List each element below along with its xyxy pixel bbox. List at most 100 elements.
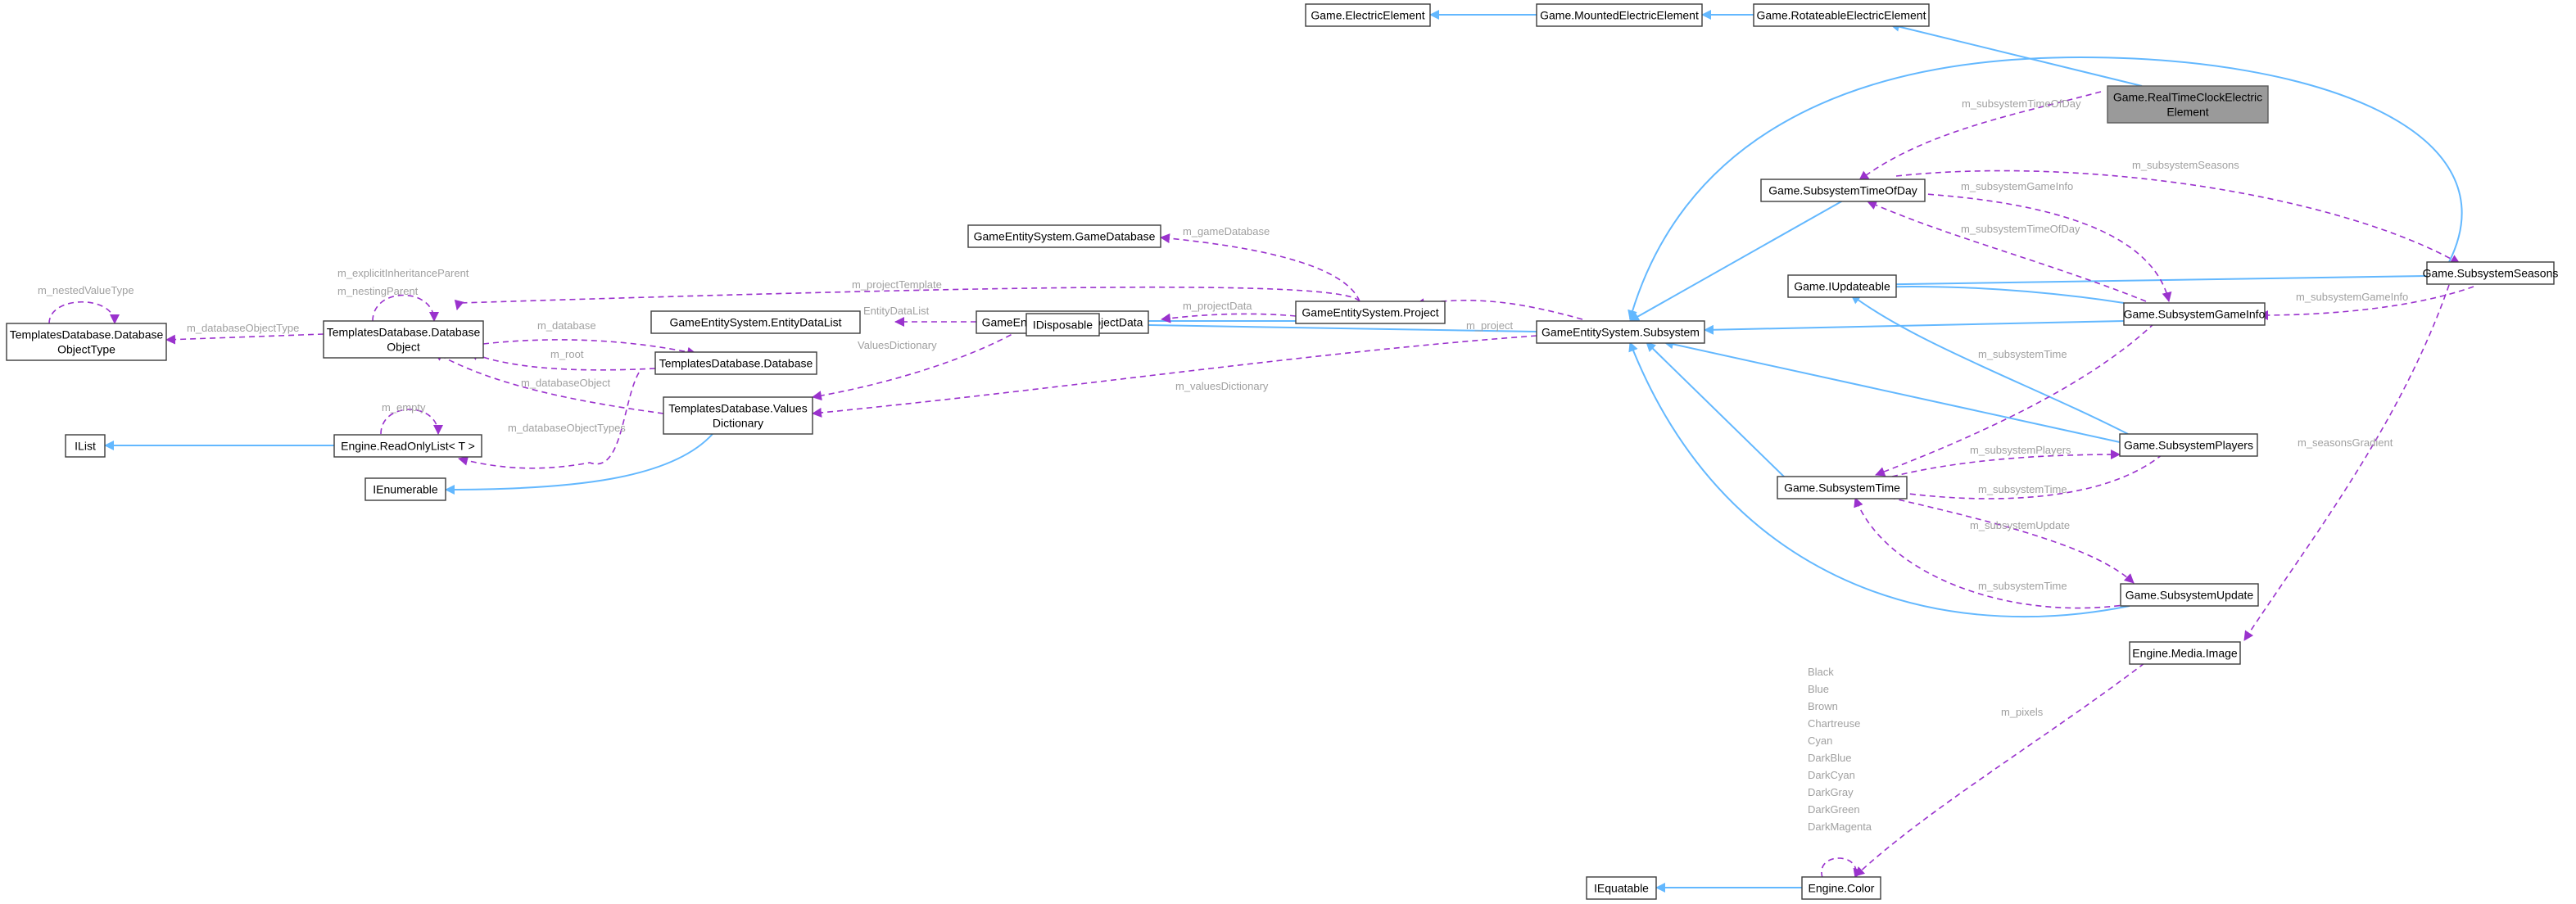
edge-nestedvaluetype-self bbox=[48, 301, 120, 324]
edge-label: m_databaseObjectTypes bbox=[508, 422, 626, 434]
edge-gameinfo-to-subsystem bbox=[1704, 320, 2125, 335]
node-idisposable[interactable]: IDisposable bbox=[1025, 313, 1100, 337]
node-label: Game.ElectricElement bbox=[1311, 9, 1424, 22]
node-game-database[interactable]: GameEntitySystem.GameDatabase bbox=[967, 224, 1161, 248]
edge-seasons-to-subsystem bbox=[1628, 56, 2463, 320]
node-label: GameEntitySystem.GameDatabase bbox=[974, 230, 1156, 243]
node-label: ObjectType bbox=[57, 343, 115, 356]
node-label: Game.RotateableElectricElement bbox=[1757, 9, 1926, 22]
node-readonly-list[interactable]: Engine.ReadOnlyList< T > bbox=[333, 434, 482, 458]
node-label: TemplatesDatabase.Database bbox=[659, 357, 813, 370]
node-label: Engine.ReadOnlyList< T > bbox=[341, 440, 475, 453]
edge-label: m_projectTemplate bbox=[852, 278, 942, 291]
node-subsystem[interactable]: GameEntitySystem.Subsystem bbox=[1536, 320, 1705, 344]
edge-label: m_projectData bbox=[1183, 300, 1252, 312]
edge-label: EntityDataList bbox=[863, 305, 930, 317]
node-label: Engine.Media.Image bbox=[2132, 647, 2238, 660]
node-mounted-electric-element[interactable]: Game.MountedElectricElement bbox=[1536, 3, 1703, 27]
node-label: Object bbox=[387, 341, 420, 354]
edge-label: m_databaseObjectType bbox=[187, 322, 299, 334]
node-electric-element[interactable]: Game.ElectricElement bbox=[1305, 3, 1431, 27]
edge-players-usage bbox=[1891, 450, 2121, 477]
node-subsystem-gameinfo[interactable]: Game.SubsystemGameInfo bbox=[2123, 302, 2266, 326]
edge-label: m_nestedValueType bbox=[38, 284, 134, 296]
edge-label: m_nestingParent bbox=[337, 285, 419, 297]
color-name-label: Black bbox=[1808, 666, 1834, 678]
node-label: Element bbox=[2166, 106, 2208, 119]
node-iupdateable[interactable]: Game.IUpdateable bbox=[1787, 274, 1897, 298]
edge-valuesdictionary-to-ienumerable bbox=[445, 433, 713, 495]
node-label: Dictionary bbox=[713, 417, 763, 430]
edge-players-to-subsystem bbox=[1664, 339, 2121, 443]
edge-databaseobject-usage bbox=[433, 351, 664, 414]
node-label: Game.RealTimeClockElectric bbox=[2113, 91, 2262, 104]
edge-label: m_subsystemTimeOfDay bbox=[1962, 97, 2081, 110]
node-label: GameEntitySystem.Subsystem bbox=[1542, 326, 1700, 339]
edge-label: m_pixels bbox=[2001, 706, 2044, 718]
node-label: Game.SubsystemUpdate bbox=[2126, 589, 2254, 602]
edge-label: m_databaseObject bbox=[521, 377, 611, 389]
edge-realtimeclock-to-rotateable bbox=[1890, 21, 2143, 87]
edge-empty-self bbox=[380, 409, 443, 435]
edge-label: m_gameDatabase bbox=[1183, 225, 1270, 237]
edge-label: m_database bbox=[537, 319, 596, 332]
edge-label: m_subsystemTime bbox=[1978, 348, 2067, 360]
edge-label: m_subsystemUpdate bbox=[1970, 519, 2070, 531]
node-label: IEquatable bbox=[1594, 882, 1649, 895]
edge-time-usage-3 bbox=[1854, 497, 2130, 609]
edge-valuesdictionary-usage-1 bbox=[812, 329, 1021, 401]
edge-valuesdictionary-usage-2 bbox=[812, 335, 1537, 418]
edge-time-usage-2 bbox=[1879, 454, 2163, 499]
node-subsystem-time[interactable]: Game.SubsystemTime bbox=[1777, 476, 1908, 499]
edge-databaseobjecttypes-usage bbox=[458, 372, 640, 469]
usage-edges bbox=[48, 91, 2474, 879]
node-rotateable-electric-element[interactable]: Game.RotateableElectricElement bbox=[1753, 3, 1930, 27]
node-engine-color[interactable]: Engine.Color bbox=[1801, 876, 1881, 900]
edge-projectdata-usage bbox=[1161, 313, 1297, 323]
node-subsystem-seasons[interactable]: Game.SubsystemSeasons bbox=[2423, 261, 2559, 285]
node-subsystem-timeofday[interactable]: Game.SubsystemTimeOfDay bbox=[1760, 179, 1926, 202]
node-label: Game.IUpdateable bbox=[1794, 280, 1890, 293]
node-ilist[interactable]: IList bbox=[65, 434, 106, 458]
color-name-label: Brown bbox=[1808, 700, 1838, 712]
edge-label-group: m_subsystemTimeOfDay m_subsystemSeasons … bbox=[38, 97, 2408, 718]
edge-label: m_subsystemTime bbox=[1978, 483, 2067, 495]
node-label: Game.SubsystemTimeOfDay bbox=[1768, 184, 1917, 197]
node-entity-data-list[interactable]: GameEntitySystem.EntityDataList bbox=[650, 310, 861, 334]
edge-update-usage bbox=[1879, 495, 2135, 584]
edge-label: m_root bbox=[550, 348, 584, 360]
node-ienumerable[interactable]: IEnumerable bbox=[364, 477, 446, 501]
node-label: TemplatesDatabase.Database bbox=[10, 328, 164, 341]
node-label: Game.SubsystemPlayers bbox=[2124, 439, 2253, 452]
edge-timeofday-to-subsystem bbox=[1629, 200, 1844, 322]
node-label: Game.SubsystemGameInfo bbox=[2124, 308, 2266, 321]
node-label: GameEntitySystem.EntityDataList bbox=[669, 316, 841, 329]
node-subsystem-update[interactable]: Game.SubsystemUpdate bbox=[2120, 583, 2259, 607]
color-name-list: Black Blue Brown Chartreuse Cyan DarkBlu… bbox=[1808, 666, 1872, 833]
node-project[interactable]: GameEntitySystem.Project bbox=[1295, 301, 1446, 324]
edge-seasons-to-iupdateable bbox=[1849, 275, 2428, 290]
edge-pixels-usage bbox=[1854, 662, 2145, 877]
edge-root-usage bbox=[469, 350, 656, 371]
node-values-dictionary[interactable]: TemplatesDatabase.ValuesDictionary bbox=[663, 396, 813, 435]
node-label: IDisposable bbox=[1033, 319, 1093, 332]
color-name-label: Cyan bbox=[1808, 734, 1832, 747]
edge-databaseobjecttype-usage bbox=[165, 333, 324, 345]
node-database[interactable]: TemplatesDatabase.Database bbox=[654, 351, 817, 375]
edge-color-self bbox=[1821, 857, 1863, 879]
edge-label: m_subsystemPlayers bbox=[1970, 444, 2071, 456]
node-media-image[interactable]: Engine.Media.Image bbox=[2129, 641, 2241, 665]
node-subsystem-players[interactable]: Game.SubsystemPlayers bbox=[2119, 433, 2258, 457]
edge-gameinfo-usage-2 bbox=[2258, 286, 2474, 320]
color-name-label: Blue bbox=[1808, 683, 1829, 695]
color-name-label: DarkGreen bbox=[1808, 803, 1860, 816]
node-label: IEnumerable bbox=[373, 483, 438, 496]
node-iequatable[interactable]: IEquatable bbox=[1586, 876, 1657, 900]
node-label: IList bbox=[75, 440, 96, 453]
edge-time-usage-1 bbox=[1875, 323, 2155, 477]
edge-explicitinheritance-self bbox=[372, 294, 439, 322]
